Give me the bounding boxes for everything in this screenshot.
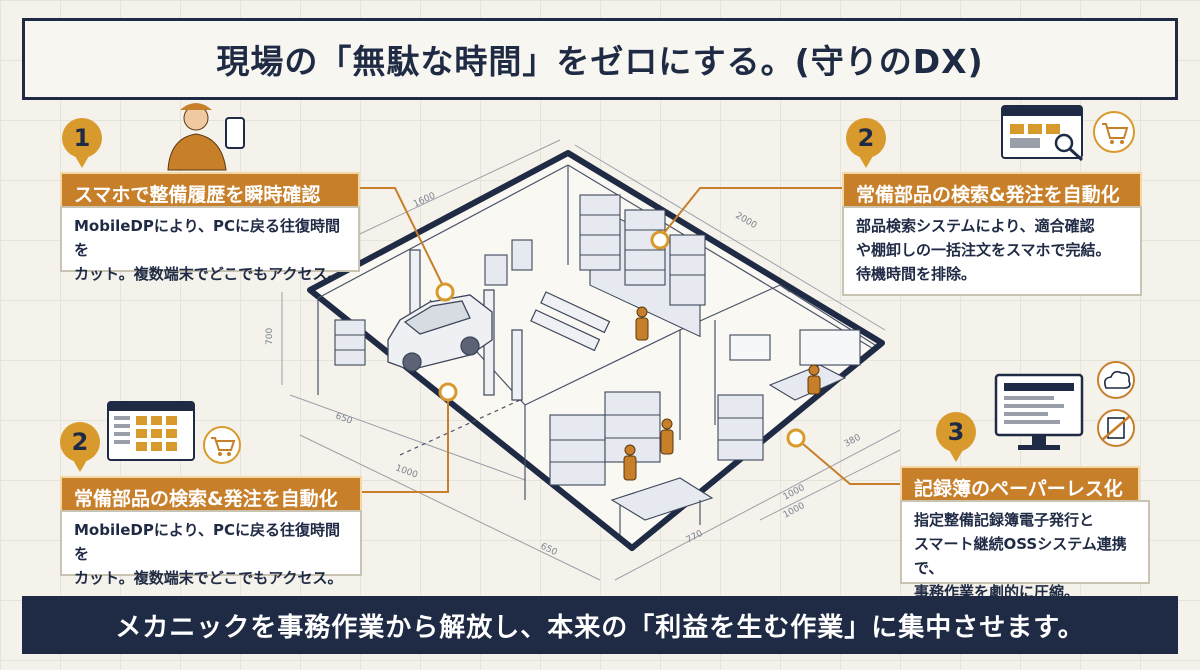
- callout-2-text: 部品検索システムにより、適合確認 や棚卸しの一括注文をスマホで完結。 待機時間を…: [842, 206, 1142, 296]
- callout-1-text: MobileDPにより、PCに戻る往復時間を カット。複数端末でどこでもアクセス…: [60, 206, 360, 283]
- digital-record-monitor-icon: [994, 373, 1084, 450]
- cart-icon: [203, 426, 241, 464]
- callout-3-badge: 3: [936, 412, 976, 462]
- mechanic-figures: [623, 306, 821, 481]
- callout-1-badge: 1: [62, 118, 102, 168]
- dimension-label: 650: [334, 411, 354, 426]
- parts-search-window-icon: [1001, 105, 1084, 162]
- cloud-icon: [1097, 361, 1135, 399]
- dimension-label: 1000: [782, 501, 807, 521]
- dimension-label: 2000: [734, 211, 759, 231]
- dimension-label: 380: [843, 433, 863, 450]
- dimension-label: 770: [685, 529, 705, 546]
- no-paper-icon: [1097, 409, 1135, 447]
- dimension-lines: [281, 139, 901, 581]
- callout-2-badge: 2: [846, 118, 886, 168]
- page-title: 現場の「無駄な時間」をゼロにする。(守りのDX): [216, 42, 984, 81]
- car-icon: [387, 294, 493, 372]
- callout-2b-text: MobileDPにより、PCに戻る往復時間を カット。複数端末でどこでもアクセス…: [60, 510, 362, 587]
- mechanic-phone-icon: [167, 103, 245, 171]
- callout-2b-badge: 2: [60, 422, 100, 472]
- dimension-label: 1000: [394, 463, 419, 480]
- dimension-label: 1600: [412, 191, 437, 210]
- callout-leaders: [360, 187, 900, 493]
- footer-message: メカニックを事務作業から解放し、本来の「利益を生む作業」に集中させます。: [115, 612, 1085, 643]
- cart-icon: [1093, 111, 1135, 153]
- callout-3-text: 指定整備記録簿電子発行と スマート継続OSSシステム連携で、 事務作業を劇的に圧…: [900, 500, 1150, 601]
- dimension-label: 700: [265, 328, 275, 345]
- title-banner: 現場の「無駄な時間」をゼロにする。(守りのDX): [22, 18, 1178, 100]
- parts-dashboard-icon: [107, 401, 195, 461]
- footer-banner: メカニックを事務作業から解放し、本来の「利益を生む作業」に集中させます。: [22, 596, 1178, 654]
